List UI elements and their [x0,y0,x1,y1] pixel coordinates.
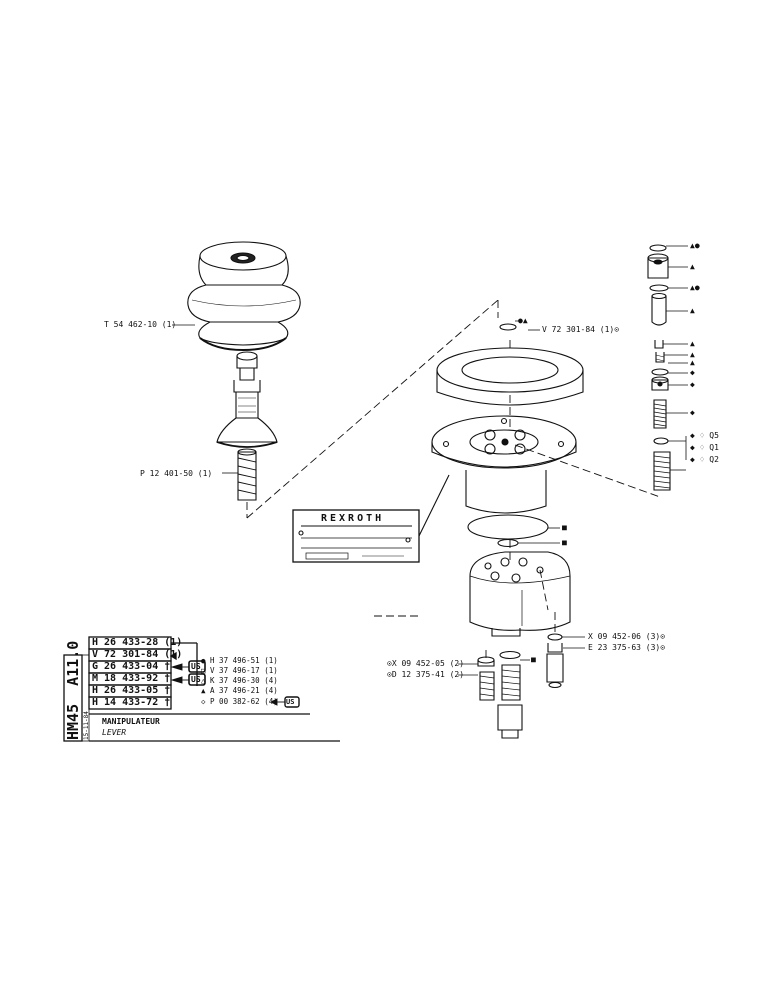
valve-body [469,551,571,637]
part-row-4: M 18 433-92 † [92,673,171,684]
fitting-left [477,656,495,701]
housing-flange [431,415,577,514]
legend-2: □ V 37 496-17 (1) [201,666,278,675]
fitting-center [497,650,523,739]
title-fr: MANIPULATEUR [102,717,160,726]
label-fitting-b: ⊙D 12 375-41 (2) [387,670,465,679]
stack-sym-2: ▲ [690,262,695,271]
part-row-5: H 26 433-05 † [92,685,171,696]
nameplate [292,474,450,563]
stack-sym-4: ▲ [690,306,695,315]
title-model-page: HM45 A11.0 [64,640,82,740]
lever-shaft [216,351,278,501]
label-fitting-a: E 23 375-63 (3)⊙ [588,643,666,652]
legend-5: ◇ P 00 382-62 (4) [201,697,278,706]
stack-sym-6: ▲ [690,350,695,359]
stack-group-q1: ◆ ♢ Q1 [690,443,719,452]
legend-1: ● H 37 496-51 (1) [201,656,278,665]
fitting-right [546,633,564,689]
part-row-1: H 26 433-28 (1) [92,637,183,648]
rubber-boot [187,241,301,352]
mark-oring-top: ●▲ [518,316,528,325]
nameplate-brand: REXROTH [321,513,385,524]
stack-group-q5: ◆ ♢ Q5 [690,431,719,440]
title-en: LEVER [102,728,127,737]
title-date: 15-11-84 [83,711,90,740]
label-shaft: P 12 401-50 (1) [140,469,213,478]
stack-sym-9: ◆ [690,380,695,389]
flange-ring [436,347,584,406]
spool-stack [647,244,671,491]
mark-gasket-2: ■ [562,538,567,547]
label-nut-b: ⊙X 09 452-05 (2) [387,659,465,668]
part-row-3: G 26 433-04 † [92,661,171,672]
part-row-2: V 72 301-84 (1) [92,649,183,660]
gasket-small [497,538,519,548]
stack-group-q2: ◆ ♢ Q2 [690,455,719,464]
us-badge-2: US [191,675,201,684]
stack-sym-5: ▲ [690,339,695,348]
oring-small [499,323,517,331]
label-flange: V 72 301-84 (1)⊙ [542,325,620,334]
title-block-frame [63,636,340,742]
us-badge-3: US [286,698,295,706]
stack-sym-10: ◆ [690,408,695,417]
mark-gasket-1: ■ [562,523,567,532]
label-nut-a: X 09 452-06 (3)⊙ [588,632,666,641]
mark-small-oring: ■ [531,655,536,664]
us-badge-1: US [191,662,201,671]
gasket-large [467,514,549,540]
stack-sym-7: ▲ [690,358,695,367]
stack-sym-8: ◆ [690,368,695,377]
stack-sym-1: ▲● [690,241,700,250]
label-boot: T 54 462-10 (1) [104,320,177,329]
legend-3: △ K 37 496-30 (4) [201,676,278,685]
legend-4: ▲ A 37 496-21 (4) [201,686,278,695]
part-row-6: H 14 433-72 † [92,697,171,708]
stack-sym-3: ▲● [690,283,700,292]
